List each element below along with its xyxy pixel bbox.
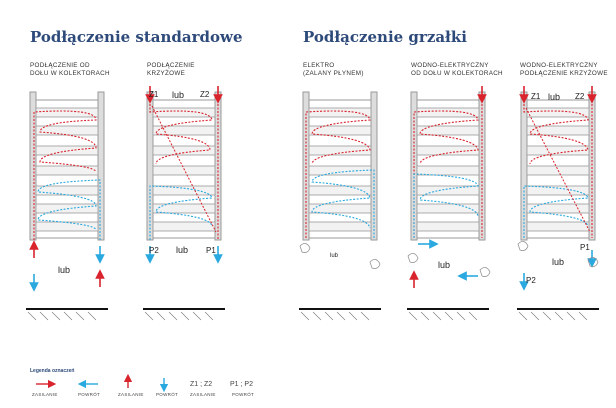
legend-arrows	[36, 373, 169, 393]
label-lub: lub	[552, 257, 565, 267]
label-lub: lub	[172, 90, 185, 100]
title-standard-connection: Podłączenie standardowe	[30, 28, 243, 46]
legend-code-p: P1 ; P2	[230, 381, 253, 388]
legend-label-supply: ZASILANIE	[32, 392, 58, 397]
label-lub: lub	[330, 253, 339, 259]
legend-label-return: POWRÓT	[78, 392, 101, 397]
return-arrow	[29, 239, 597, 292]
label-p2-heater: P2	[526, 276, 536, 285]
label-z1-heater: Z1	[531, 92, 541, 101]
legend-label-return: POWRÓT	[156, 392, 179, 397]
label-z2: Z2	[200, 90, 210, 99]
legend-title: Legenda oznaczeń	[30, 368, 75, 374]
floor-line	[26, 308, 599, 321]
label-lub: lub	[548, 92, 561, 102]
radiator-5	[520, 91, 596, 241]
supply-arrow	[29, 86, 597, 288]
label-lub: lub	[438, 260, 451, 270]
label-z1: Z1	[149, 90, 159, 99]
label-p1: P1	[206, 246, 216, 255]
legend-label-return: POWRÓT	[232, 392, 255, 397]
label-z2-heater: Z2	[575, 92, 585, 101]
radiator-1	[29, 91, 105, 241]
legend-label-supply: ZASILANIE	[190, 392, 216, 397]
legend-code-z: Z1 ; Z2	[190, 381, 213, 388]
plug-icon	[299, 241, 599, 277]
label-lub: lub	[58, 265, 71, 275]
radiator-2	[146, 91, 222, 241]
title-heater-connection: Podłączenie grzałki	[303, 28, 467, 46]
label-lub: lub	[176, 245, 189, 255]
caption-electric: ELEKTRO(ZALANY PŁYNEM)	[303, 62, 364, 77]
label-p1-heater: P1	[580, 243, 590, 252]
label-p2: P2	[149, 246, 159, 255]
legend-label-supply: ZASILANIE	[118, 392, 144, 397]
radiator-4	[410, 91, 486, 241]
radiator-3	[302, 91, 378, 241]
